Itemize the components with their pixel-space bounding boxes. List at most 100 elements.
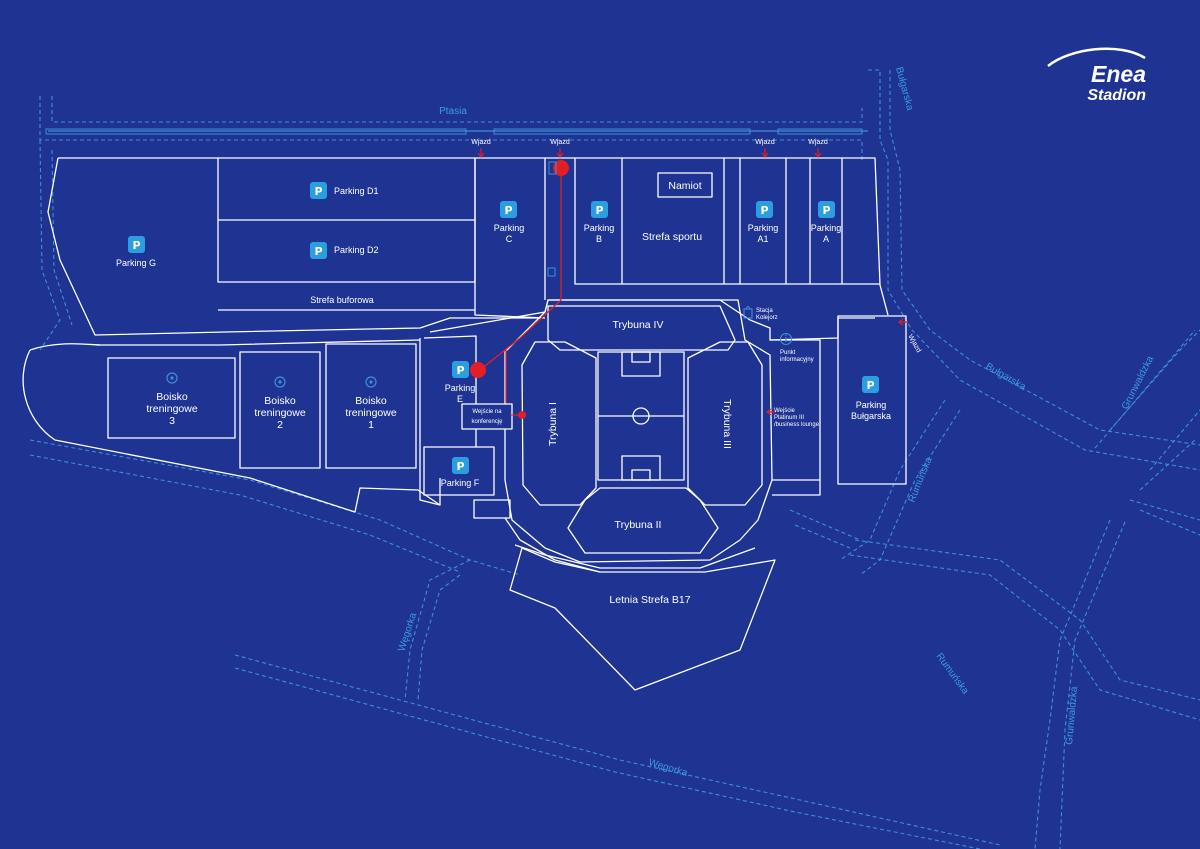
boisko-2-label: Boisko <box>264 395 296 407</box>
parking-icon: P <box>756 201 773 218</box>
parking-icon: P <box>591 201 608 218</box>
parking-d1-label: Parking D1 <box>334 186 379 196</box>
parking-a1-letter: A1 <box>757 234 768 244</box>
strefa-sportu-label: Strefa sportu <box>642 231 702 243</box>
zone-labels: Parking G Parking D1 Parking D2 Strefa b… <box>116 180 891 606</box>
arrow-down-icon <box>477 148 485 158</box>
svg-text:P: P <box>456 460 464 473</box>
parking-icon: P <box>128 236 145 253</box>
svg-text:P: P <box>866 379 874 392</box>
boisko-1-sub: treningowe <box>345 407 397 419</box>
conference-entry-label: Wejście na <box>472 409 502 415</box>
boisko-1-area <box>325 343 417 469</box>
ball-icon <box>166 372 178 384</box>
arrow-down-icon <box>556 148 564 158</box>
arrow-left-icon <box>898 318 908 326</box>
route-parking-marker <box>470 362 486 378</box>
parking-a-letter: A <box>823 234 829 244</box>
zone-blocks <box>217 158 907 485</box>
svg-text:P: P <box>314 245 322 258</box>
parking-icon: P <box>452 457 469 474</box>
stacja-sub: Kolejorz <box>756 315 778 321</box>
punkt-label: Punkt <box>780 350 796 356</box>
parking-e-label: Parking <box>445 383 476 393</box>
logo-wordmark: Enea <box>1091 61 1146 87</box>
parking-a1-label: Parking <box>748 223 779 233</box>
svg-text:P: P <box>760 204 768 217</box>
letnia-strefa-area <box>509 547 776 691</box>
trybuna-4-label: Trybuna IV <box>613 319 664 331</box>
svg-text:P: P <box>456 364 464 377</box>
ball-icon <box>365 376 377 388</box>
parking-d2-label: Parking D2 <box>334 245 379 255</box>
logo-subtitle: Stadion <box>1087 87 1146 104</box>
trybuna-2-label: Trybuna II <box>615 519 662 531</box>
parking-icon: P <box>818 201 835 218</box>
parking-c-label: Parking <box>494 223 525 233</box>
stadium <box>473 299 773 573</box>
conference-entry-label-box <box>461 403 513 430</box>
boisko-3-sub: treningowe <box>146 403 198 415</box>
boisko-3-area <box>107 357 236 439</box>
shopping-bag-icon <box>743 306 753 319</box>
parking-bulgarska-area <box>837 315 907 485</box>
route-to-conference <box>461 160 569 430</box>
right-side-paths <box>770 339 821 496</box>
info-icon <box>779 332 793 346</box>
wjazd-label: Wjazd <box>471 139 491 146</box>
parking-g-label: Parking G <box>116 258 156 268</box>
parking-c-letter: C <box>506 234 513 244</box>
strefa-buforowa-label: Strefa buforowa <box>310 295 374 305</box>
boisko-1-label: Boisko <box>355 395 387 407</box>
parking-icon: P <box>452 361 469 378</box>
letnia-strefa-label: Letnia Strefa B17 <box>609 594 690 606</box>
parking-b-letter: B <box>596 234 602 244</box>
boisko-2-sub: treningowe <box>254 407 306 419</box>
namiot-label: Namiot <box>668 180 701 192</box>
arrow-down-icon <box>814 148 822 158</box>
street-grunwaldzka-bottom: Grunwaldzka <box>1064 686 1080 746</box>
parking-f-label: Parking F <box>441 478 480 488</box>
svg-text:P: P <box>822 204 830 217</box>
boisko-3-label: Boisko <box>156 391 188 403</box>
entry-arrows <box>477 148 908 416</box>
parking-icon: P <box>862 376 879 393</box>
wjazd-label: Wjazd <box>808 139 828 146</box>
parking-e-letter: E <box>457 394 463 404</box>
parking-icon: P <box>310 182 327 199</box>
parking-icon: P <box>310 242 327 259</box>
svg-text:P: P <box>595 204 603 217</box>
parking-a-label: Parking <box>811 223 842 233</box>
namiot-box <box>657 172 713 198</box>
conference-entry-marker <box>518 411 526 419</box>
training-pitches <box>107 335 495 506</box>
arrow-down-icon <box>761 148 769 158</box>
parking-bulgarska-label: Parking <box>856 400 887 410</box>
parking-f-area <box>423 446 495 496</box>
wjazd-label: Wjazd <box>755 139 775 146</box>
trybuna-3-label: Trybuna III <box>721 399 733 449</box>
stacja-label: Stacja <box>756 308 773 314</box>
parking-icon: P <box>500 201 517 218</box>
parking-icons: P P P P P P P P P P <box>128 182 879 474</box>
street-ptasia: Ptasia <box>439 106 467 117</box>
parking-b-label: Parking <box>584 223 615 233</box>
wjazd-label: Wjazd <box>550 139 570 146</box>
route-start-marker <box>553 160 569 176</box>
parking-bulgarska-name: Bułgarska <box>851 411 891 421</box>
arrow-left-icon <box>766 408 776 416</box>
boisko-2-area <box>239 351 321 469</box>
platinum-sub2: /business lounge <box>774 422 820 428</box>
enea-stadion-logo: Enea Stadion <box>1047 47 1146 104</box>
svg-text:P: P <box>132 239 140 252</box>
svg-text:P: P <box>314 185 322 198</box>
platinum-sub: Platinum III <box>774 415 804 421</box>
svg-text:P: P <box>504 204 512 217</box>
platinum-label: Wejście <box>774 408 796 414</box>
boisko-3-number: 3 <box>169 415 175 427</box>
trybuna-1-label: Trybuna I <box>547 402 559 446</box>
street-network <box>29 69 1200 849</box>
conference-entry-sub: konferencję <box>471 419 503 425</box>
